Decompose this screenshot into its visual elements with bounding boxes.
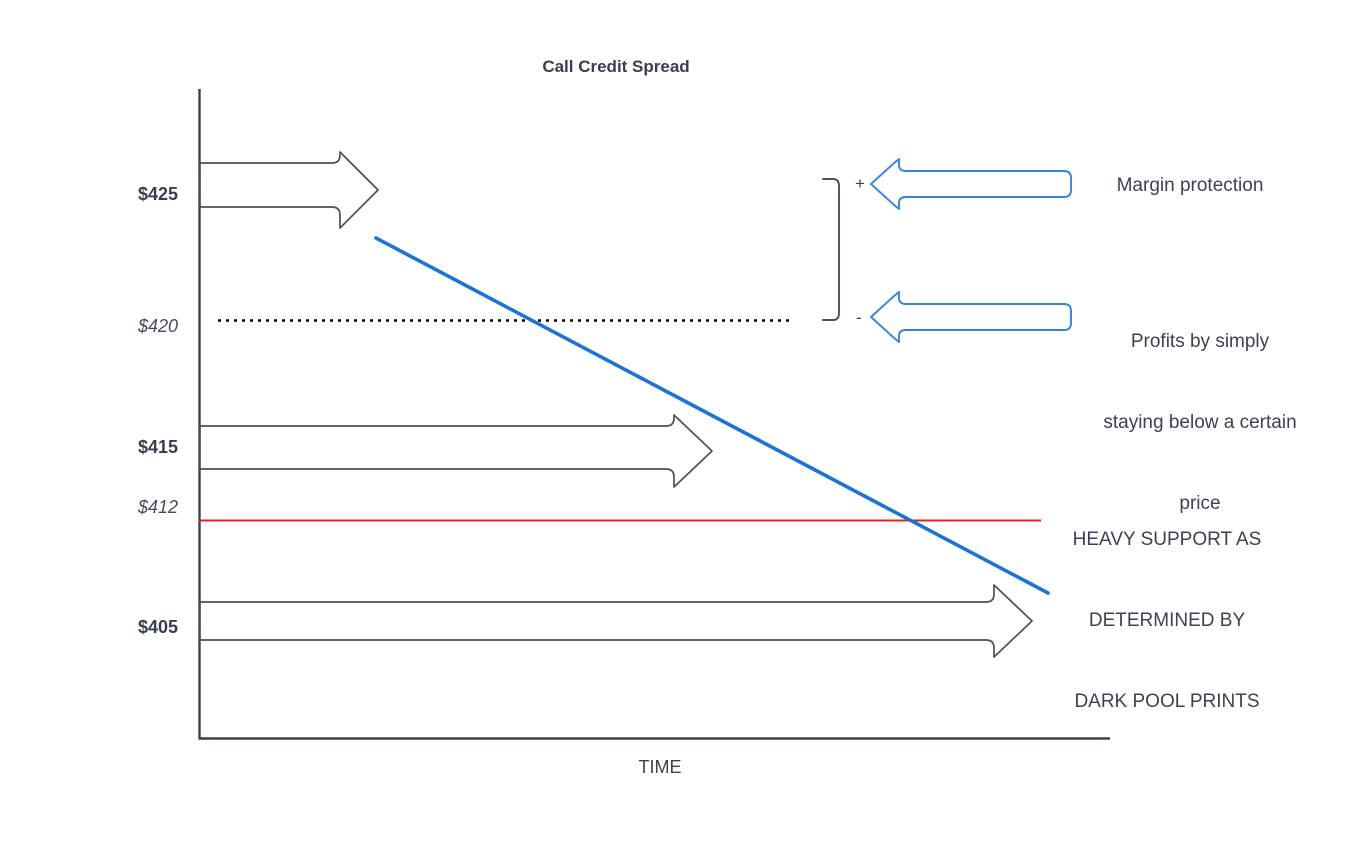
callout-arrow-profit-zone[interactable] [870, 291, 1072, 343]
bracket-plus-sign: + [855, 174, 865, 193]
callout-support-line-1: HEAVY SUPPORT AS [1072, 528, 1262, 550]
block-arrow-405[interactable] [199, 584, 1033, 658]
callout-profit-line-1: Profits by simply [1130, 330, 1270, 352]
callout-text-profit-zone: Profits by simply staying below a certai… [1090, 275, 1310, 572]
price-trend-line[interactable] [374, 236, 1050, 595]
block-arrow-415[interactable] [199, 414, 713, 488]
callout-text-margin-protection: Margin protection [1116, 175, 1264, 196]
callout-profit-line-2: staying below a certain [1103, 411, 1297, 433]
x-axis-label-time: TIME [638, 757, 682, 777]
callout-text-heavy-support: HEAVY SUPPORT AS DETERMINED BY DARK POOL… [1052, 473, 1282, 770]
y-axis-tick-425: $425 [137, 184, 178, 204]
callout-arrow-margin-protection[interactable] [870, 158, 1072, 210]
callout-support-line-3: DARK POOL PRINTS [1074, 690, 1260, 712]
bracket-minus-sign: - [856, 308, 862, 327]
y-axis-tick-412: $412 [137, 497, 178, 517]
y-axis-tick-420: $420 [137, 316, 178, 336]
spread-range-bracket [822, 178, 840, 321]
block-arrow-425[interactable] [199, 151, 379, 229]
y-axis-tick-415: $415 [137, 437, 178, 457]
chart-title: Call Credit Spread [542, 57, 690, 76]
y-axis-tick-405: $405 [137, 617, 178, 637]
callout-support-line-2: DETERMINED BY [1088, 609, 1246, 631]
callout-profit-line-3: price [1179, 492, 1221, 514]
